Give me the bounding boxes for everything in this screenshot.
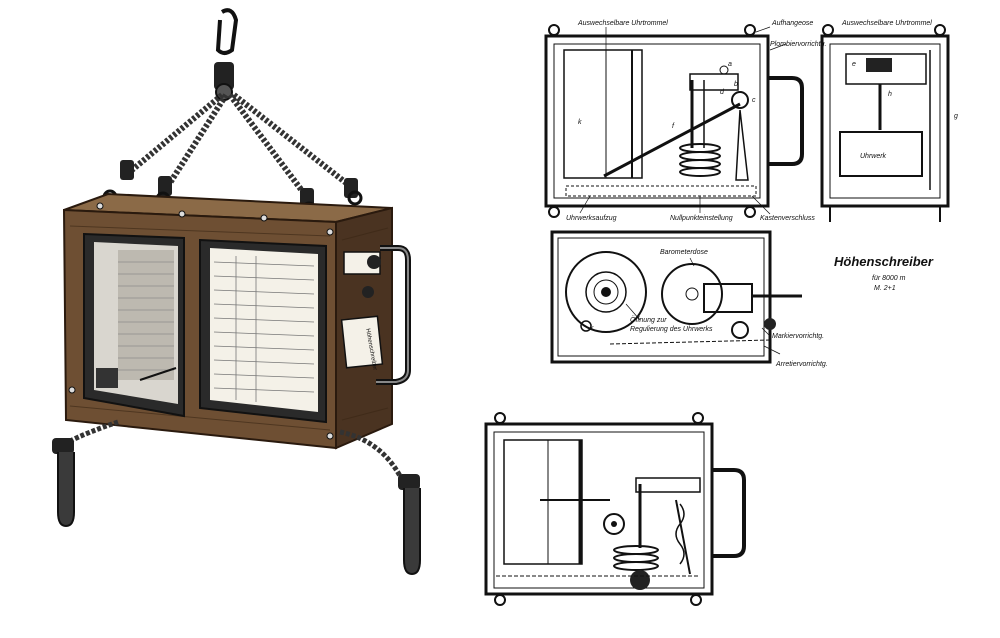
side-letter-b: b	[734, 81, 738, 88]
figure-subtitle-2: M. 2+1	[874, 285, 896, 292]
label-hanger: Aufhangeose	[771, 20, 813, 27]
end-label-clockwork: Uhrwerk	[860, 153, 887, 160]
bottom-left-hook-icon	[52, 438, 75, 528]
top-label-marker: Markiervorrichtg.	[772, 333, 824, 340]
side-letter-k: k	[578, 119, 582, 126]
end-letter-h: h	[888, 91, 892, 98]
top-hook-icon	[214, 8, 239, 101]
side-letter-d: d	[720, 89, 725, 96]
bottom-right-hook-icon	[398, 474, 421, 576]
end-label-drum: Auswechselbare Uhrtrommel	[841, 20, 932, 27]
side-letter-a: a	[728, 61, 732, 68]
section-view-drawing	[484, 412, 746, 606]
side-letter-f: f	[672, 123, 675, 130]
top-view-drawing: Barometerdose Öffnung zur Regulierung de…	[550, 230, 828, 368]
top-label-barometer: Barometerdose	[660, 249, 708, 256]
end-view-drawing: Auswechselbare Uhrtrommel Uhrwerk e h g	[820, 20, 958, 222]
top-label-opening-2: Regulierung des Uhrwerks	[630, 326, 713, 333]
top-label-opening: Öffnung zur	[630, 316, 667, 324]
device-photo: Höhenschreiber	[52, 8, 421, 576]
end-letter-g: g	[954, 113, 958, 120]
side-letter-c: c	[752, 97, 756, 104]
label-zero-setting: Nullpunkteinstellung	[670, 215, 733, 222]
figure-subtitle-1: für 8000 m	[872, 275, 906, 282]
label-clockwork-winding: Uhrwerksaufzug	[566, 215, 617, 222]
label-case-lock: Kastenverschluss	[760, 215, 815, 222]
top-label-arrest: Arretiervorrichtg.	[775, 361, 828, 368]
label-seal: Plombiervorrichtg.	[770, 41, 826, 48]
figure-title: Höhenschreiber	[834, 254, 934, 269]
drum-window	[83, 232, 185, 418]
suspension-straps	[130, 92, 352, 198]
side-view-drawing: k a b d f c Auswechselbare Uhrtrommel Au…	[544, 20, 826, 222]
side-fittings: Höhenschreiber	[340, 245, 411, 385]
end-letter-e: e	[852, 61, 856, 68]
top-letter-k: k	[590, 325, 594, 332]
figure-title-block: Höhenschreiber für 8000 m M. 2+1	[834, 254, 934, 292]
label-drum: Auswechselbare Uhrtrommel	[577, 20, 668, 27]
instruction-card-window	[199, 238, 327, 424]
